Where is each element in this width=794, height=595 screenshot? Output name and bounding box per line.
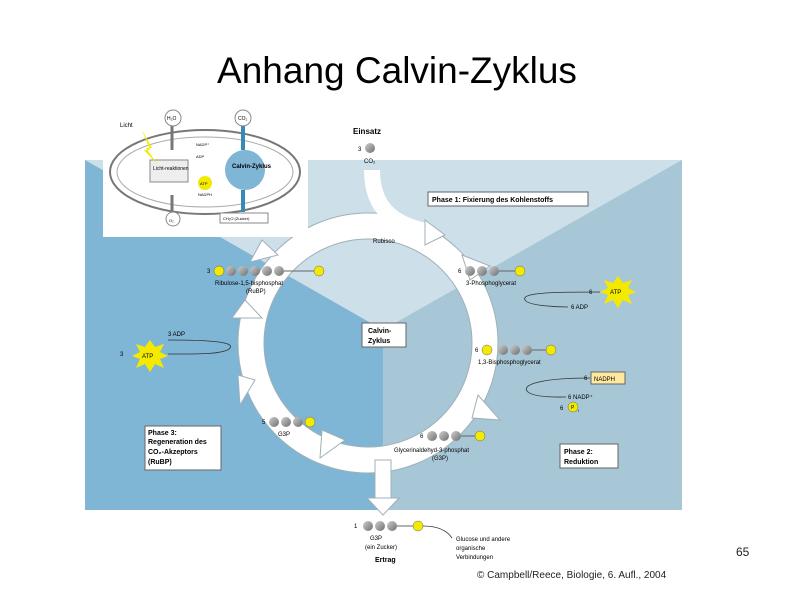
cycle-ring [237,212,499,474]
page-number: 65 [736,545,750,559]
g3p-six: 6 Glycerinaldehyd-3-phosphat (G3P) [394,430,486,462]
inset-calvin: Calvin-Zyklus [232,164,272,170]
inset-h2o: H₂O [167,116,177,122]
svg-text:i: i [578,408,579,413]
phase2-line2: Reduktion [564,459,598,466]
svg-text:6: 6 [458,269,462,275]
svg-text:ATP: ATP [142,354,153,360]
svg-text:Ertrag: Ertrag [375,557,396,564]
svg-text:(RuBP): (RuBP) [246,289,266,295]
chloroplast-inset: Licht H₂O CO₂ Licht-reaktionen Calvin-Zy… [103,109,308,237]
svg-text:(G3P): (G3P) [432,456,448,462]
bpg-molecule: 6 1,3-Bisphosphoglycerat [475,344,557,366]
svg-text:NADPH: NADPH [594,377,615,383]
svg-text:ATP: ATP [610,290,621,296]
svg-text:3: 3 [207,269,211,275]
atp-right: 6 ATP 6 ADP [524,276,636,311]
inset-nadph: NADPH [198,192,212,197]
center-line2: Zyklus [368,338,390,345]
svg-text:6: 6 [584,376,588,382]
phase1-label: Phase 1: Fixierung des Kohlenstoffs [432,197,553,204]
svg-text:5: 5 [262,420,266,426]
inset-sugar: CH₂O (Zucker) [223,216,250,221]
inset-co2: CO₂ [238,116,248,122]
svg-text:6: 6 [589,290,593,296]
svg-text:Verbindungen: Verbindungen [456,555,493,561]
nadp-right: 6 NADP⁺ [568,394,593,401]
adp-right: 6 ADP [571,305,588,311]
phase3-line1: Phase 3: [148,430,177,437]
svg-text:Ribulose-1,5-bisphosphat: Ribulose-1,5-bisphosphat [215,281,283,287]
svg-text:1,3-Bisphosphoglycerat: 1,3-Bisphosphoglycerat [478,360,541,366]
center-line1: Calvin- [368,328,392,335]
g3p-five: 5 G3P [262,416,316,438]
svg-text:1: 1 [354,524,358,530]
svg-text:Glycerinaldehyd-3-phosphat: Glycerinaldehyd-3-phosphat [394,448,469,454]
inset-o2: O₂ [169,218,174,223]
svg-text:organische: organische [456,546,486,552]
slide-title: Anhang Calvin-Zyklus [217,50,577,91]
phase3-line3: CO₂-Akzeptors [148,449,198,456]
inset-adp: ADP [196,154,205,159]
svg-text:G3P: G3P [278,432,290,438]
inset-nadp: NADP⁺ [196,142,209,147]
svg-text:6: 6 [420,434,424,440]
einsatz-co2: CO₂ [364,159,376,165]
inset-light-reactions: Licht-reaktionen [153,166,189,172]
atp-left: 3 ADP 3 ATP [120,332,231,372]
pga-molecule: 6 3-Phosphoglycerat [458,265,526,287]
svg-text:6: 6 [475,348,479,354]
svg-text:6: 6 [560,406,564,412]
copyright: © Campbell/Reece, Biologie, 6. Aufl., 20… [477,570,667,581]
inset-light: Licht [120,123,133,129]
rubisco-label: Rubisco [373,239,395,245]
phase3-line2: Regeneration des [148,439,207,446]
einsatz-label: Einsatz [353,127,381,136]
svg-text:P: P [571,405,575,411]
output-g3p: 1 G3P (ein Zucker) Ertrag Glucose und an… [354,520,511,564]
adp-left: 3 ADP [168,332,185,338]
phase3-line4: (RuBP) [148,459,172,466]
phase2-line1: Phase 2: [564,449,593,456]
rubp-molecule: 3 Ribulose-1,5-bisphosphat (RuBP) [207,265,325,295]
svg-text:3-Phosphoglycerat: 3-Phosphoglycerat [466,281,516,287]
nadph-box: 6 NADPH 6 NADP⁺ 6 P i [526,371,626,413]
svg-text:Glucose und andere: Glucose und andere [456,537,511,543]
svg-text:G3P: G3P [370,536,382,542]
einsatz-count: 3 [358,147,362,153]
svg-text:3: 3 [120,352,124,358]
svg-text:(ein Zucker): (ein Zucker) [365,545,397,551]
inset-atp: ATP [200,181,208,186]
